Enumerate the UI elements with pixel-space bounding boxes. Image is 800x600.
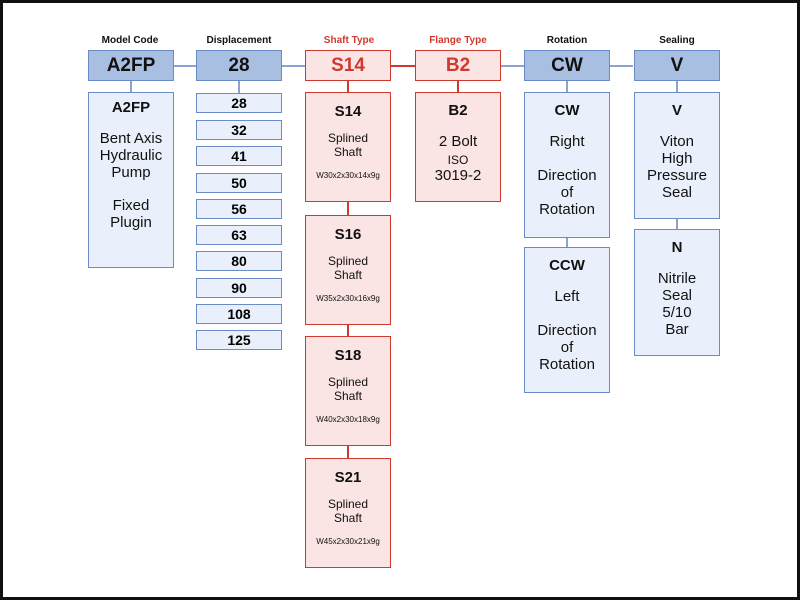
flange-code-box: B2 <box>415 50 501 81</box>
shaft-title: S21 <box>334 469 362 486</box>
shaft-line-2: Shaft <box>333 389 363 403</box>
header-shaft-type: Shaft Type <box>323 35 375 46</box>
shaft-line-1: Splined <box>327 497 369 511</box>
displacement-vertical-line <box>238 81 240 93</box>
displacement-option: 28 <box>196 93 282 113</box>
seal-line-4: Seal <box>661 184 693 201</box>
flange-vertical-line <box>457 81 459 93</box>
flange-line-3: 3019-2 <box>434 167 482 184</box>
model-detail-box: A2FP Bent Axis Hydraulic Pump Fixed Plug… <box>88 92 174 268</box>
displacement-option: 90 <box>196 278 282 298</box>
model-line-1: Bent Axis <box>99 130 163 147</box>
rotation-line-2: Direction <box>537 167 597 184</box>
shaft-flange-connector <box>391 65 415 67</box>
model-title: A2FP <box>111 99 151 116</box>
rotation-line-4: Rotation <box>539 201 595 218</box>
displacement-option: 125 <box>196 330 282 350</box>
header-rotation: Rotation <box>546 35 588 46</box>
flange-detail-box: B2 2 Bolt ISO 3019-2 <box>415 92 501 202</box>
displacement-code-box: 28 <box>196 50 282 81</box>
model-vertical-line <box>130 81 132 93</box>
header-flange-type: Flange Type <box>429 35 487 46</box>
model-line-4: Fixed <box>112 197 150 214</box>
header-displacement: Displacement <box>206 35 272 46</box>
shaft-line-1: Splined <box>327 131 369 145</box>
flange-line-1: 2 Bolt <box>438 133 478 150</box>
shaft-title: S18 <box>334 347 362 364</box>
shaft-line-1: Splined <box>327 254 369 268</box>
header-sealing: Sealing <box>659 35 695 46</box>
flange-line-2: ISO <box>447 153 469 167</box>
rotation-line-3: of <box>560 339 574 356</box>
seal-line-2: High <box>661 150 693 167</box>
shaft-option-box: S18 Splined Shaft W40x2x30x18x9g <box>305 336 391 446</box>
seal-title: N <box>671 239 683 256</box>
shaft-spec: W30x2x30x14x9g <box>316 171 380 180</box>
rotation-line-1: Left <box>554 288 580 305</box>
displacement-option: 80 <box>196 251 282 271</box>
seal-option-box: V Viton High Pressure Seal <box>634 92 720 219</box>
seal-line-1: Viton <box>660 133 694 150</box>
shaft-title: S16 <box>334 226 362 243</box>
model-code-box: A2FP <box>88 50 174 81</box>
rotation-title: CW <box>554 102 580 119</box>
rotation-line-4: Rotation <box>539 356 595 373</box>
model-line-2: Hydraulic <box>99 147 163 164</box>
rotation-line-3: of <box>560 184 574 201</box>
header-model-code: Model Code <box>101 35 159 46</box>
displacement-option: 41 <box>196 146 282 166</box>
model-line-3: Pump <box>111 164 151 181</box>
displacement-option: 50 <box>196 173 282 193</box>
sealing-code-box: V <box>634 50 720 81</box>
seal-line-1: Nitrile <box>657 270 697 287</box>
displacement-option: 108 <box>196 304 282 324</box>
displacement-option: 32 <box>196 120 282 140</box>
shaft-option-box: S14 Splined Shaft W30x2x30x14x9g <box>305 92 391 202</box>
rotation-title: CCW <box>549 257 585 274</box>
rotation-option-box: CW Right Direction of Rotation <box>524 92 610 238</box>
seal-line-2: Seal <box>661 287 693 304</box>
seal-line-4: Bar <box>665 321 689 338</box>
seal-option-box: N Nitrile Seal 5/10 Bar <box>634 229 720 356</box>
shaft-spec: W45x2x30x21x9g <box>316 537 380 546</box>
shaft-line-2: Shaft <box>333 268 363 282</box>
shaft-spec: W35x2x30x16x9g <box>316 294 380 303</box>
shaft-option-box: S21 Splined Shaft W45x2x30x21x9g <box>305 458 391 568</box>
model-line-5: Plugin <box>110 214 152 231</box>
shaft-line-2: Shaft <box>333 511 363 525</box>
rotation-code-box: CW <box>524 50 610 81</box>
seal-title: V <box>671 102 682 119</box>
rotation-option-box: CCW Left Direction of Rotation <box>524 247 610 393</box>
seal-line-3: Pressure <box>646 167 708 184</box>
shaft-title: S14 <box>334 103 362 120</box>
shaft-code-box: S14 <box>305 50 391 81</box>
rotation-line-1: Right <box>549 133 585 150</box>
rotation-line-2: Direction <box>537 322 597 339</box>
shaft-option-box: S16 Splined Shaft W35x2x30x16x9g <box>305 215 391 325</box>
displacement-option: 63 <box>196 225 282 245</box>
shaft-line-2: Shaft <box>333 145 363 159</box>
seal-line-3: 5/10 <box>662 304 692 321</box>
shaft-line-1: Splined <box>327 375 369 389</box>
displacement-option: 56 <box>196 199 282 219</box>
shaft-spec: W40x2x30x18x9g <box>316 415 380 424</box>
flange-title: B2 <box>448 102 468 119</box>
